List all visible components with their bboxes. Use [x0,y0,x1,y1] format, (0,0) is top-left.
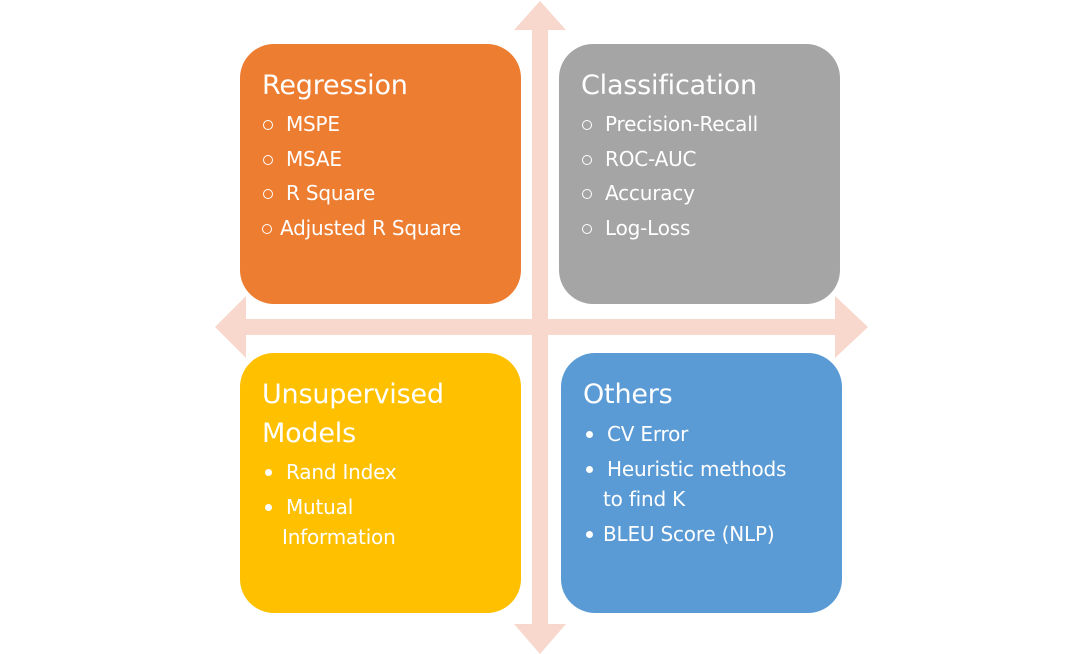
list-item: CV Error [583,419,830,449]
hollow-circle-bullet-icon [582,223,592,234]
bullet-dot-icon [586,531,593,538]
bullet-dot-icon [586,466,593,473]
classification-metric-list: Precision-Recall ROC-AUC Accuracy Log-Lo… [581,109,828,243]
list-item: Accuracy [581,178,828,208]
regression-metric-list: MSPE MSAE R Square Adjusted R Square [262,109,509,243]
unsupervised-title: Unsupervised Models [262,379,444,449]
hollow-circle-bullet-icon [263,120,273,130]
hollow-circle-bullet-icon [582,154,592,165]
hollow-circle-bullet-icon [263,154,273,165]
list-item: MSPE [262,109,509,139]
hollow-circle-bullet-icon [262,223,272,234]
regression-quadrant: Regression MSPE MSAE R Square Adjusted R… [240,44,521,304]
list-item: Adjusted R Square [262,213,509,243]
regression-title: Regression [262,70,408,101]
bullet-dot-icon [586,431,593,438]
classification-quadrant: Classification Precision-Recall ROC-AUC … [559,44,840,304]
list-item: Log-Loss [581,213,828,243]
list-item: Precision-Recall [581,109,828,139]
hollow-circle-bullet-icon [582,189,592,199]
list-item: BLEU Score (NLP) [583,519,830,549]
list-item: ROC-AUC [581,144,828,174]
list-item: R Square [262,178,509,208]
vertical-axis-arrow [514,1,566,654]
hollow-circle-bullet-icon [263,189,273,199]
bullet-dot-icon [265,503,272,511]
list-item: Rand Index [262,457,509,487]
others-title: Others [583,379,673,410]
bullet-dot-icon [265,469,272,476]
list-item: MSAE [262,144,509,174]
hollow-circle-bullet-icon [582,120,592,130]
classification-title: Classification [581,70,757,101]
